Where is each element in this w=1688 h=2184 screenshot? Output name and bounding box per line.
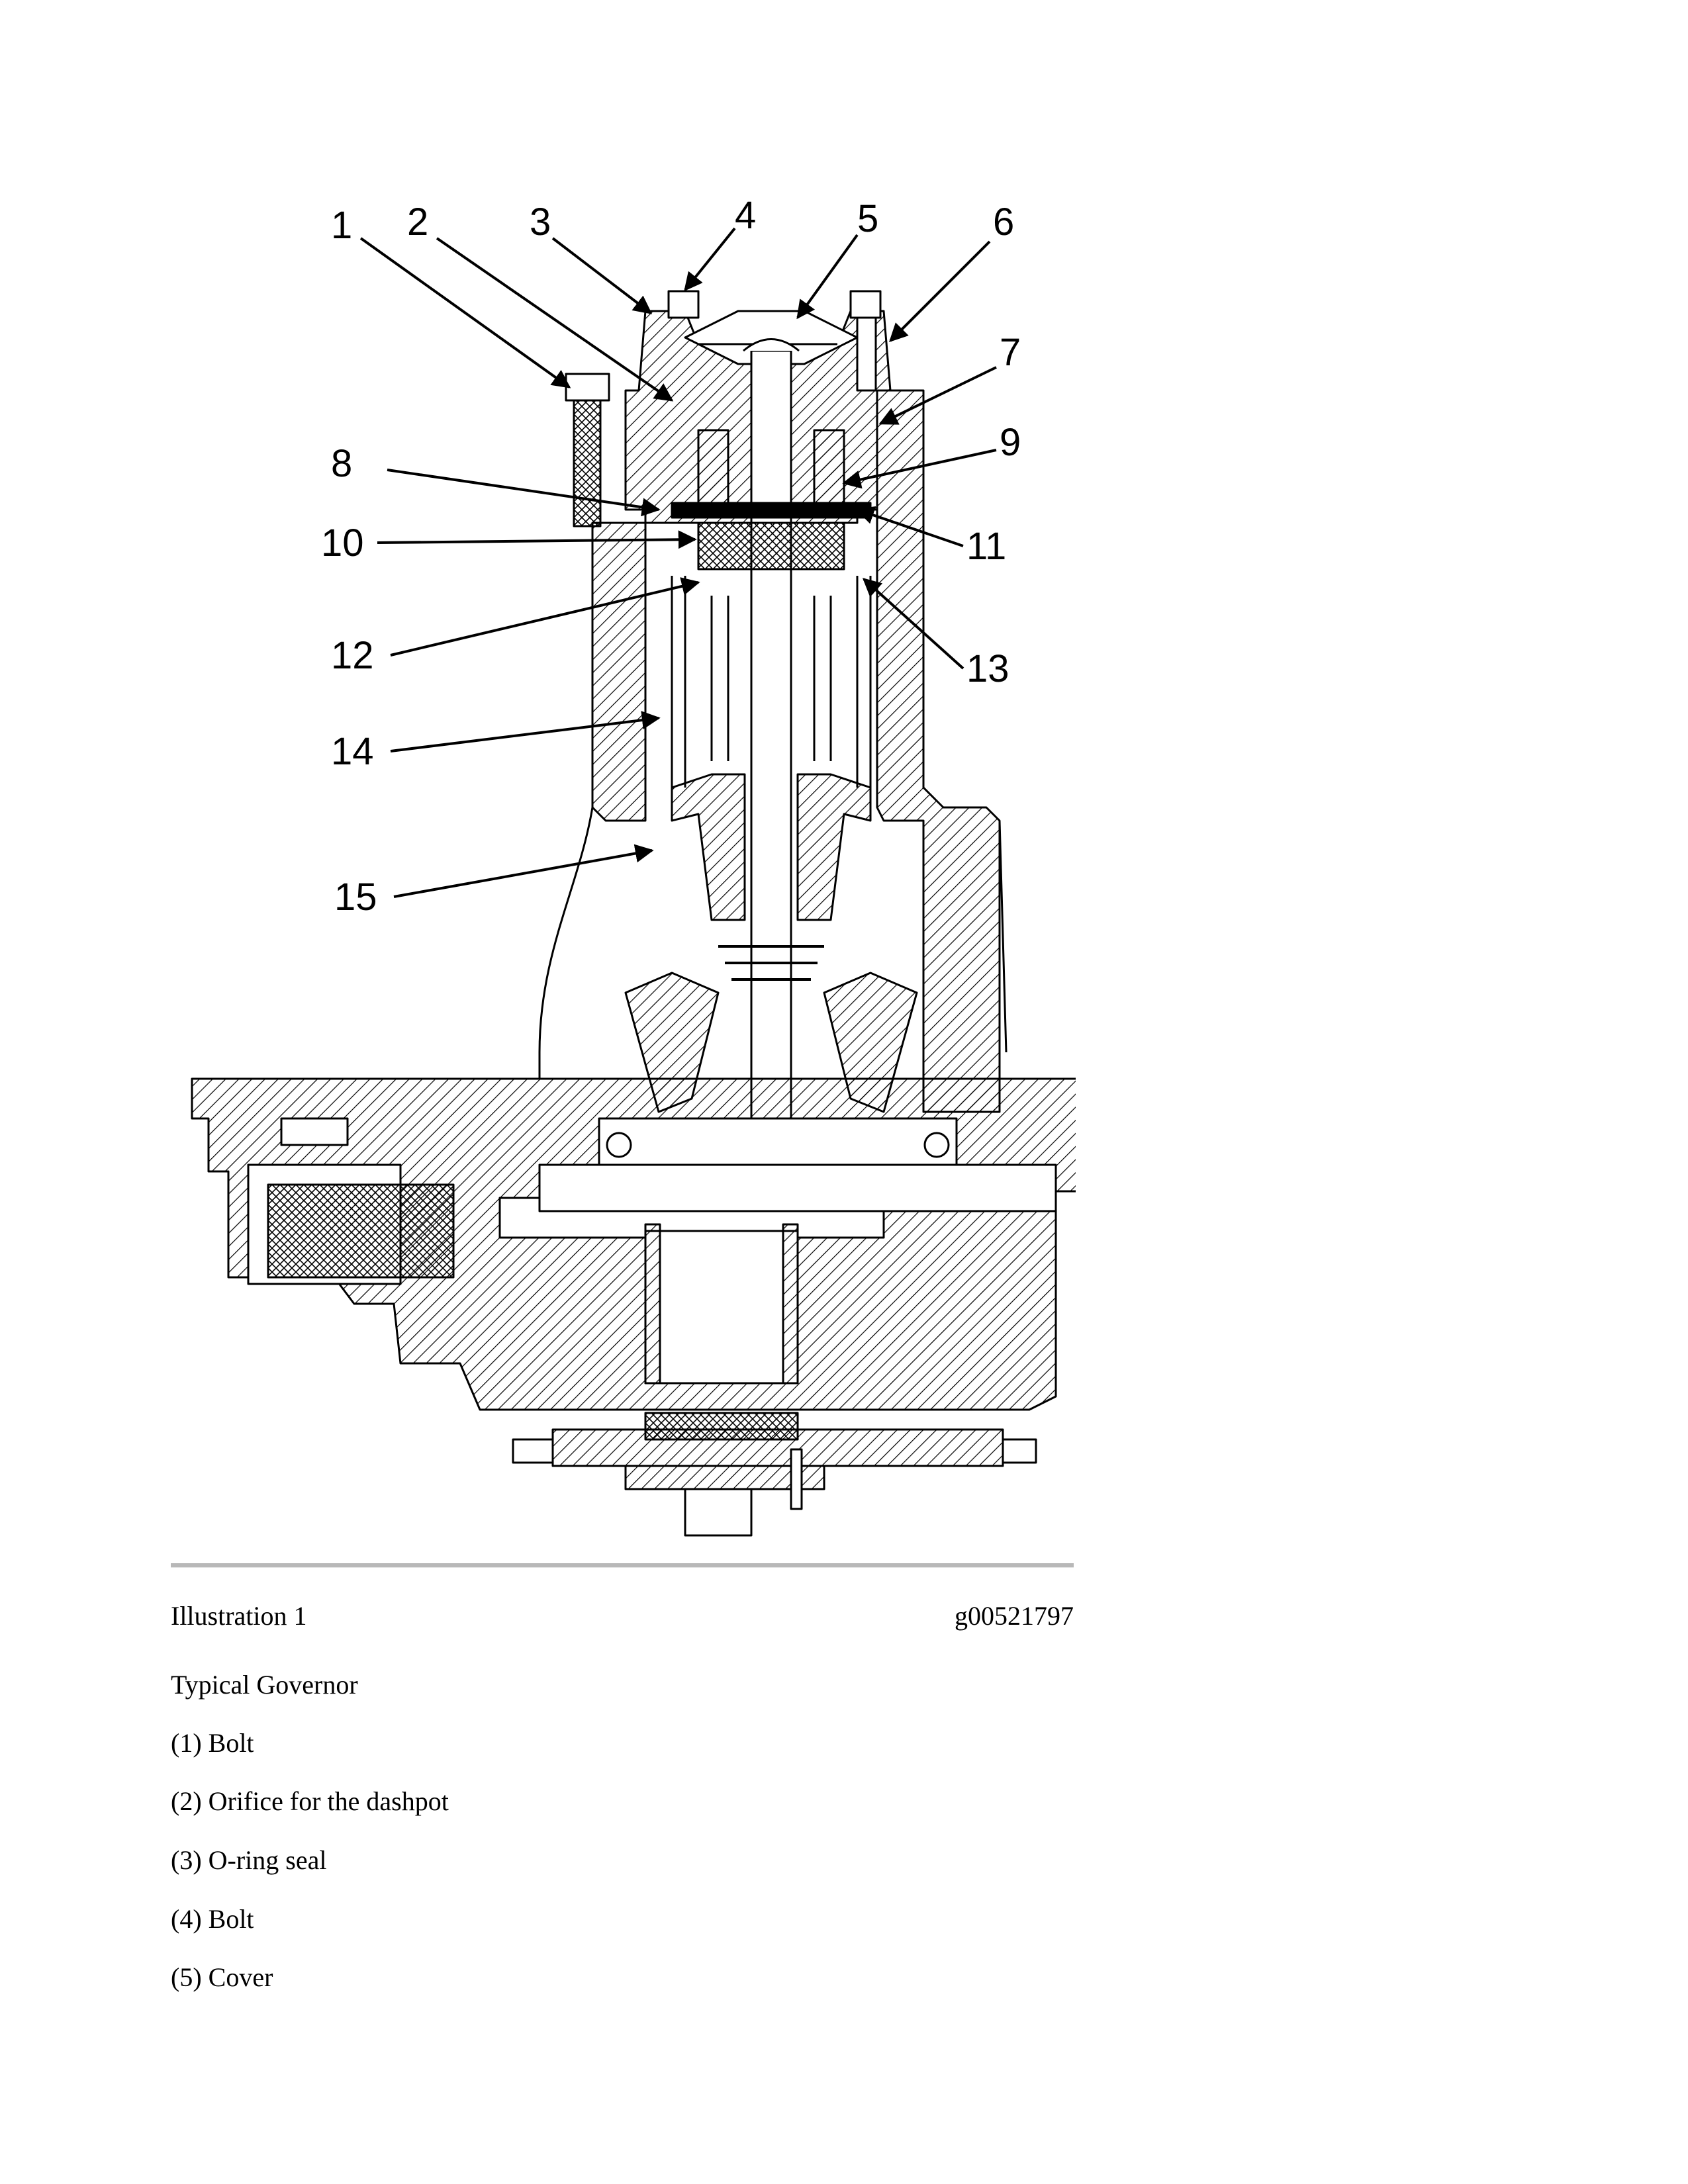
callout-8: 8 <box>331 442 352 485</box>
callout-11: 11 <box>966 525 1006 568</box>
callout-6: 6 <box>993 201 1014 244</box>
legend-item-5: (5) Cover <box>171 1962 273 1992</box>
figure-title: Typical Governor <box>171 1670 358 1700</box>
caption-divider <box>171 1563 1074 1568</box>
callout-14: 14 <box>331 730 374 773</box>
callout-9: 9 <box>1000 421 1021 464</box>
callout-3: 3 <box>530 201 551 244</box>
callout-5: 5 <box>857 197 878 240</box>
callout-4: 4 <box>735 194 756 237</box>
legend-item-3: (3) O-ring seal <box>171 1845 327 1875</box>
illustration-code: g00521797 <box>955 1601 1074 1631</box>
callout-10: 10 <box>321 522 364 565</box>
legend-item-1: (1) Bolt <box>171 1728 254 1758</box>
legend-item-2: (2) Orifice for the dashpot <box>171 1786 449 1816</box>
callout-13: 13 <box>966 647 1009 690</box>
legend-item-4: (4) Bolt <box>171 1904 254 1934</box>
illustration-label: Illustration 1 <box>171 1601 307 1631</box>
callout-7: 7 <box>1000 331 1021 374</box>
callout-2: 2 <box>407 201 428 244</box>
governor-cross-section-diagram: 1 2 3 4 5 6 7 8 9 10 11 12 13 14 15 <box>191 194 1076 1537</box>
callout-12: 12 <box>331 634 374 677</box>
callout-1: 1 <box>331 204 352 247</box>
callout-15: 15 <box>334 876 377 919</box>
